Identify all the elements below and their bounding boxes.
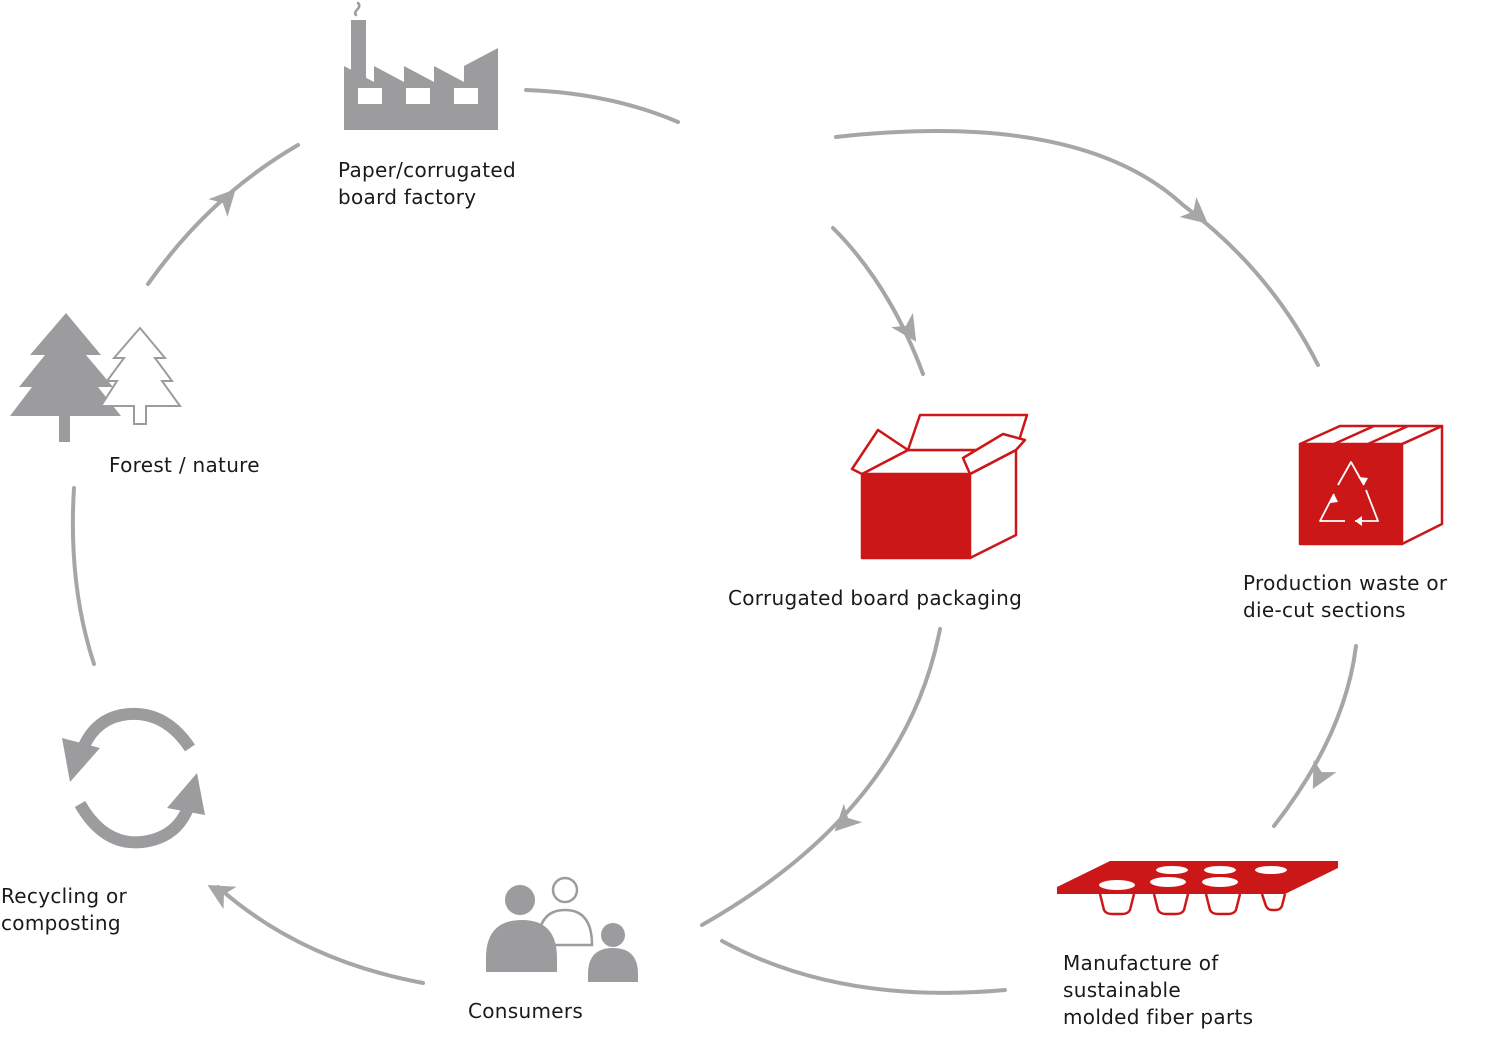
label-waste-line-1: Production waste or — [1243, 571, 1448, 595]
label-consumers-line-1: Consumers — [468, 999, 584, 1023]
arrowhead-factory-to-waste — [1179, 197, 1208, 224]
connector-forest-to-factory — [146, 143, 300, 286]
factory-icon — [344, 1, 498, 130]
label-forest-line-1: Forest / nature — [109, 453, 260, 477]
recycled-box-icon — [1298, 424, 1444, 546]
arrowhead-consumers-to-recycling — [207, 885, 237, 910]
flow-arrowheads — [207, 188, 1337, 910]
label-molded-line-1: Manufacture of — [1063, 951, 1219, 975]
connector-packaging-to-consumers — [700, 627, 942, 927]
trees-icon — [10, 313, 182, 442]
label-recycling-line-1: Recycling or — [1, 884, 128, 908]
flow-connectors — [70, 88, 1358, 995]
label-consumers: Consumers — [468, 998, 583, 1025]
label-recycling-line-2: composting — [1, 911, 121, 935]
arrowhead-forest-to-factory — [208, 188, 236, 217]
label-waste-line-2: die-cut sections — [1243, 598, 1406, 622]
connector-factory-to-packaging — [831, 226, 925, 376]
connector-recycling-to-forest — [70, 486, 96, 666]
open-box-icon — [850, 413, 1029, 560]
label-packaging-line-1: Corrugated board packaging — [728, 586, 1023, 610]
label-waste: Production waste or die-cut sections — [1243, 570, 1447, 624]
label-forest: Forest / nature — [109, 452, 260, 479]
label-molded-line-3: molded fiber parts — [1063, 1005, 1254, 1029]
arrowhead-packaging-to-consumers — [834, 803, 863, 832]
arrowhead-waste-to-molded — [1312, 759, 1337, 789]
connector-molded-to-consumers — [720, 939, 1007, 995]
people-icon — [486, 876, 638, 982]
molded-tray-icon — [1057, 861, 1338, 916]
label-factory-line-2: board factory — [338, 185, 477, 209]
arrowhead-factory-to-packaging — [891, 312, 917, 342]
connector-consumers-to-recycling — [216, 885, 425, 985]
connector-waste-to-molded — [1272, 644, 1358, 828]
label-molded-line-2: sustainable — [1063, 978, 1181, 1002]
connector-factory-to-waste — [834, 129, 1320, 367]
recycle-arrows-icon — [62, 707, 205, 849]
label-packaging: Corrugated board packaging — [728, 585, 1022, 612]
label-factory: Paper/corrugated board factory — [338, 157, 516, 211]
label-molded: Manufacture of sustainable molded fiber … — [1063, 950, 1253, 1031]
label-factory-line-1: Paper/corrugated — [338, 158, 516, 182]
label-recycling: Recycling or composting — [1, 883, 127, 937]
connector-factory-right — [524, 88, 680, 124]
